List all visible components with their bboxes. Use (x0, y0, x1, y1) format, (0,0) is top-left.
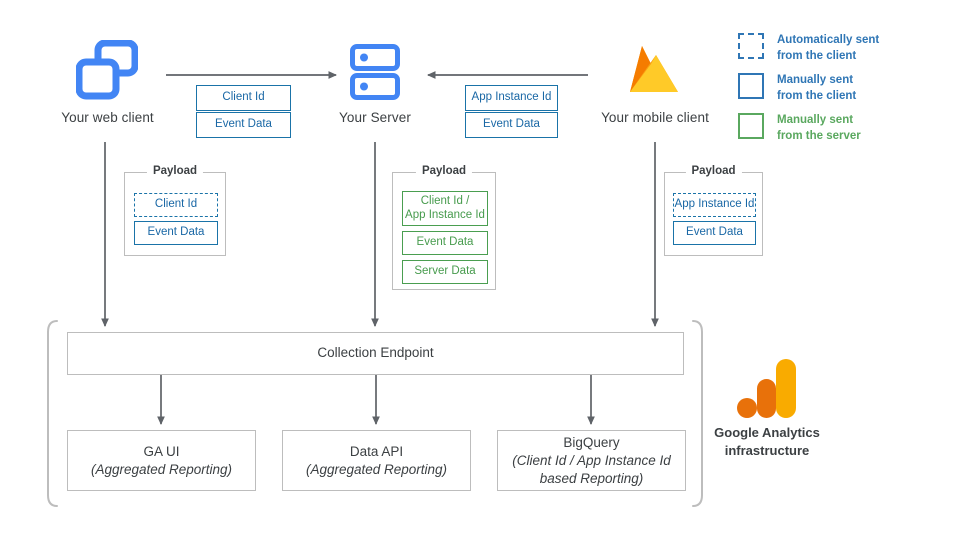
chip-web-event-data: Event Data (196, 112, 291, 138)
payload-mobile-item-app-instance-id: App Instance Id (673, 193, 756, 217)
google-analytics-logo (737, 359, 796, 418)
payload-server-title: Payload (415, 165, 473, 177)
data-api-title: Data API (349, 443, 404, 459)
output-box-bigquery: BigQuery (Client Id / App Instance Id ba… (497, 430, 686, 491)
payload-mobile-title: Payload (685, 165, 742, 177)
payload-server-item-ids: Client Id / App Instance Id (402, 191, 488, 226)
legend-label-manual-client: Manually sent from the client (777, 74, 857, 102)
bracket-right (692, 320, 703, 507)
firebase-flame-icon (630, 46, 678, 92)
ga-ui-subtitle: (Aggregated Reporting) (90, 461, 233, 477)
payload-web-item-client-id: Client Id (134, 193, 218, 217)
payload-web-title: Payload (146, 165, 204, 177)
collection-endpoint-box: Collection Endpoint (67, 332, 684, 375)
payload-web: Payload Client Id Event Data (124, 165, 226, 256)
legend-swatch-solid-green (738, 113, 764, 139)
bigquery-subtitle: (Client Id / App Instance Id based Repor… (512, 453, 671, 486)
bracket-left (47, 320, 58, 507)
server-label: Your Server (339, 110, 411, 125)
data-api-subtitle: (Aggregated Reporting) (305, 461, 448, 477)
output-box-ga-ui: GA UI (Aggregated Reporting) (67, 430, 256, 491)
browser-windows-icon (76, 40, 138, 100)
payload-mobile-item-event-data: Event Data (673, 221, 756, 245)
legend-item-manual-client: Manually sent from the client (738, 73, 856, 104)
ga-ui-title: GA UI (143, 443, 180, 459)
payload-server-item-event-data: Event Data (402, 231, 488, 255)
chip-mobile-app-instance-id: App Instance Id (465, 85, 558, 111)
payload-web-item-event-data: Event Data (134, 221, 218, 245)
web-client-label: Your web client (61, 110, 154, 125)
legend-label-manual-server: Manually sent from the server (777, 114, 861, 142)
bigquery-title: BigQuery (563, 434, 620, 450)
payload-server-item-server-data: Server Data (402, 260, 488, 284)
legend-item-manual-server: Manually sent from the server (738, 113, 861, 144)
chip-mobile-event-data: Event Data (465, 112, 558, 138)
payload-server: Payload Client Id / App Instance Id Even… (392, 165, 496, 290)
ga-infrastructure-caption: Google Analytics infrastructure (714, 425, 820, 458)
collection-endpoint-label: Collection Endpoint (317, 345, 434, 361)
legend-swatch-solid-blue (738, 73, 764, 99)
legend-label-auto-client: Automatically sent from the client (777, 34, 880, 62)
payload-mobile: Payload App Instance Id Event Data (664, 165, 763, 256)
chip-web-client-id: Client Id (196, 85, 291, 111)
mobile-client-label: Your mobile client (601, 110, 709, 125)
legend-swatch-dashed-blue (738, 33, 764, 59)
legend-item-auto-client: Automatically sent from the client (738, 33, 879, 64)
server-racks-icon (350, 44, 400, 100)
output-box-data-api: Data API (Aggregated Reporting) (282, 430, 471, 491)
